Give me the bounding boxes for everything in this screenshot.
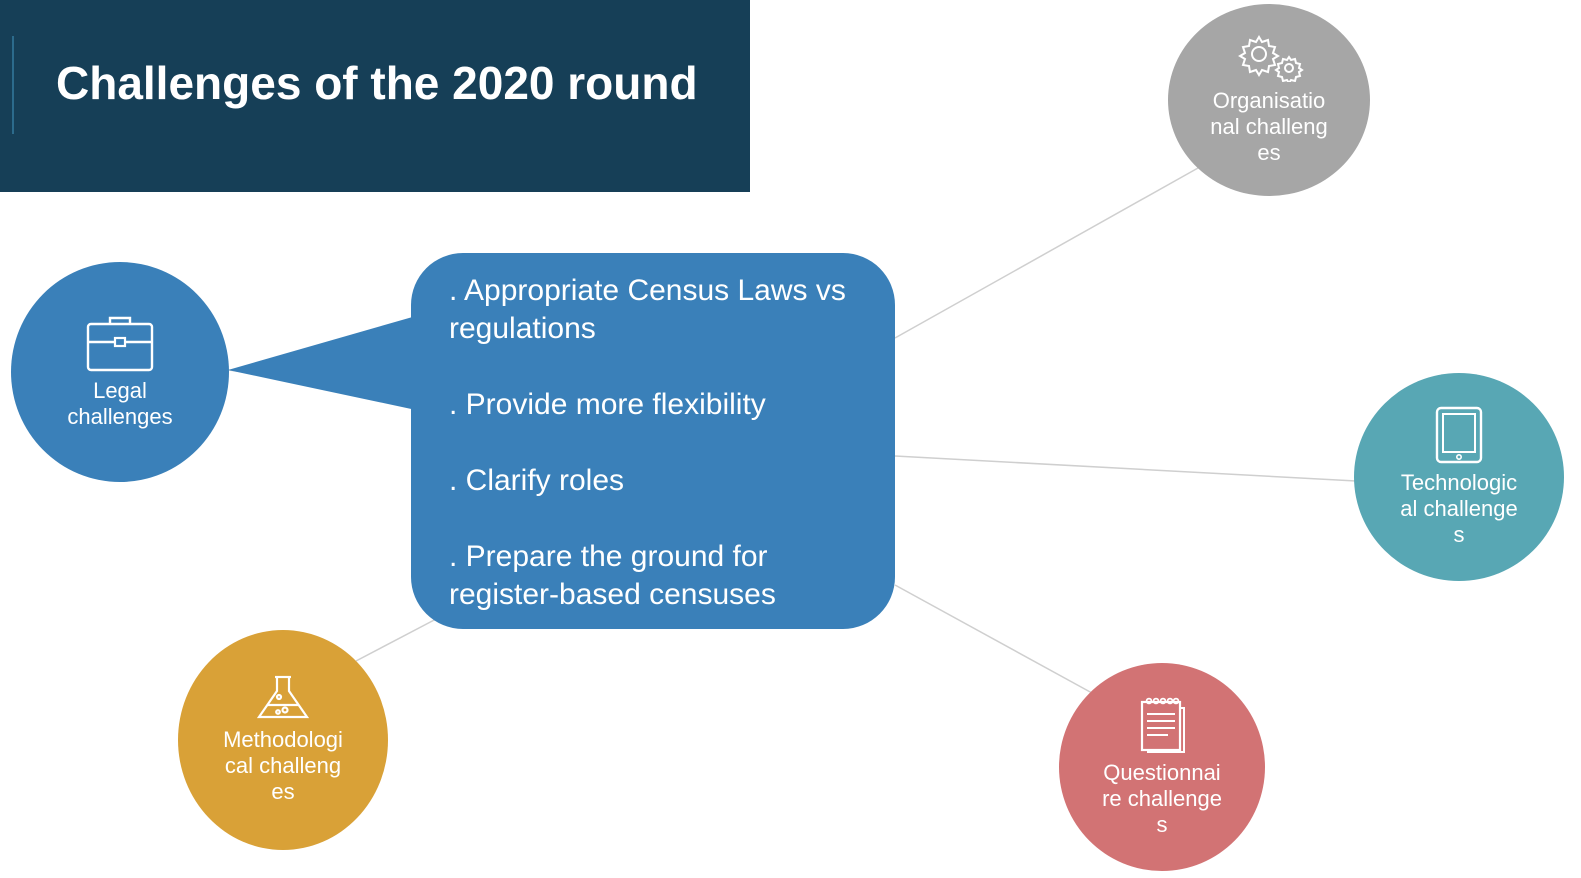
- notepad-icon: [1140, 697, 1185, 753]
- node-questionnaire-label: Questionnaire challenges: [1102, 760, 1222, 837]
- title-bar: Challenges of the 2020 round: [0, 0, 750, 192]
- gears-icon: [1238, 35, 1304, 82]
- callout-item-register: . Prepare the ground for register-based …: [449, 540, 776, 611]
- connector-technological: [894, 455, 1357, 482]
- node-technological-label: Technological challenges: [1400, 470, 1518, 547]
- node-legal-label: Legal challenges: [67, 378, 173, 429]
- connector-questionnaire: [894, 584, 1093, 694]
- callout-item-roles: . Clarify roles: [449, 464, 625, 497]
- connector-organisational: [894, 167, 1199, 339]
- page-title: Challenges of the 2020 round: [56, 57, 698, 109]
- legal-callout-box: [411, 253, 895, 629]
- title-accent-line: [12, 36, 14, 134]
- callout-item-flexibility: . Provide more flexibility: [449, 388, 766, 421]
- node-organisational-label: Organisational challenges: [1210, 88, 1328, 165]
- node-methodological-label: Methodological challenges: [223, 727, 343, 804]
- node-organisational: Organisational challenges: [1168, 4, 1370, 196]
- flask-icon: [256, 675, 310, 719]
- node-technological: Technological challenges: [1354, 373, 1564, 581]
- connector-methodological: [355, 617, 439, 662]
- node-methodological: Methodological challenges: [178, 630, 388, 850]
- briefcase-icon: [86, 316, 154, 372]
- callout-text: . Appropriate Census Laws vs regulations…: [449, 272, 879, 614]
- node-questionnaire: Questionnaire challenges: [1059, 663, 1265, 871]
- node-legal: Legal challenges: [11, 262, 229, 482]
- tablet-icon: [1435, 406, 1483, 464]
- callout-item-laws: . Appropriate Census Laws vs regulations: [449, 274, 846, 345]
